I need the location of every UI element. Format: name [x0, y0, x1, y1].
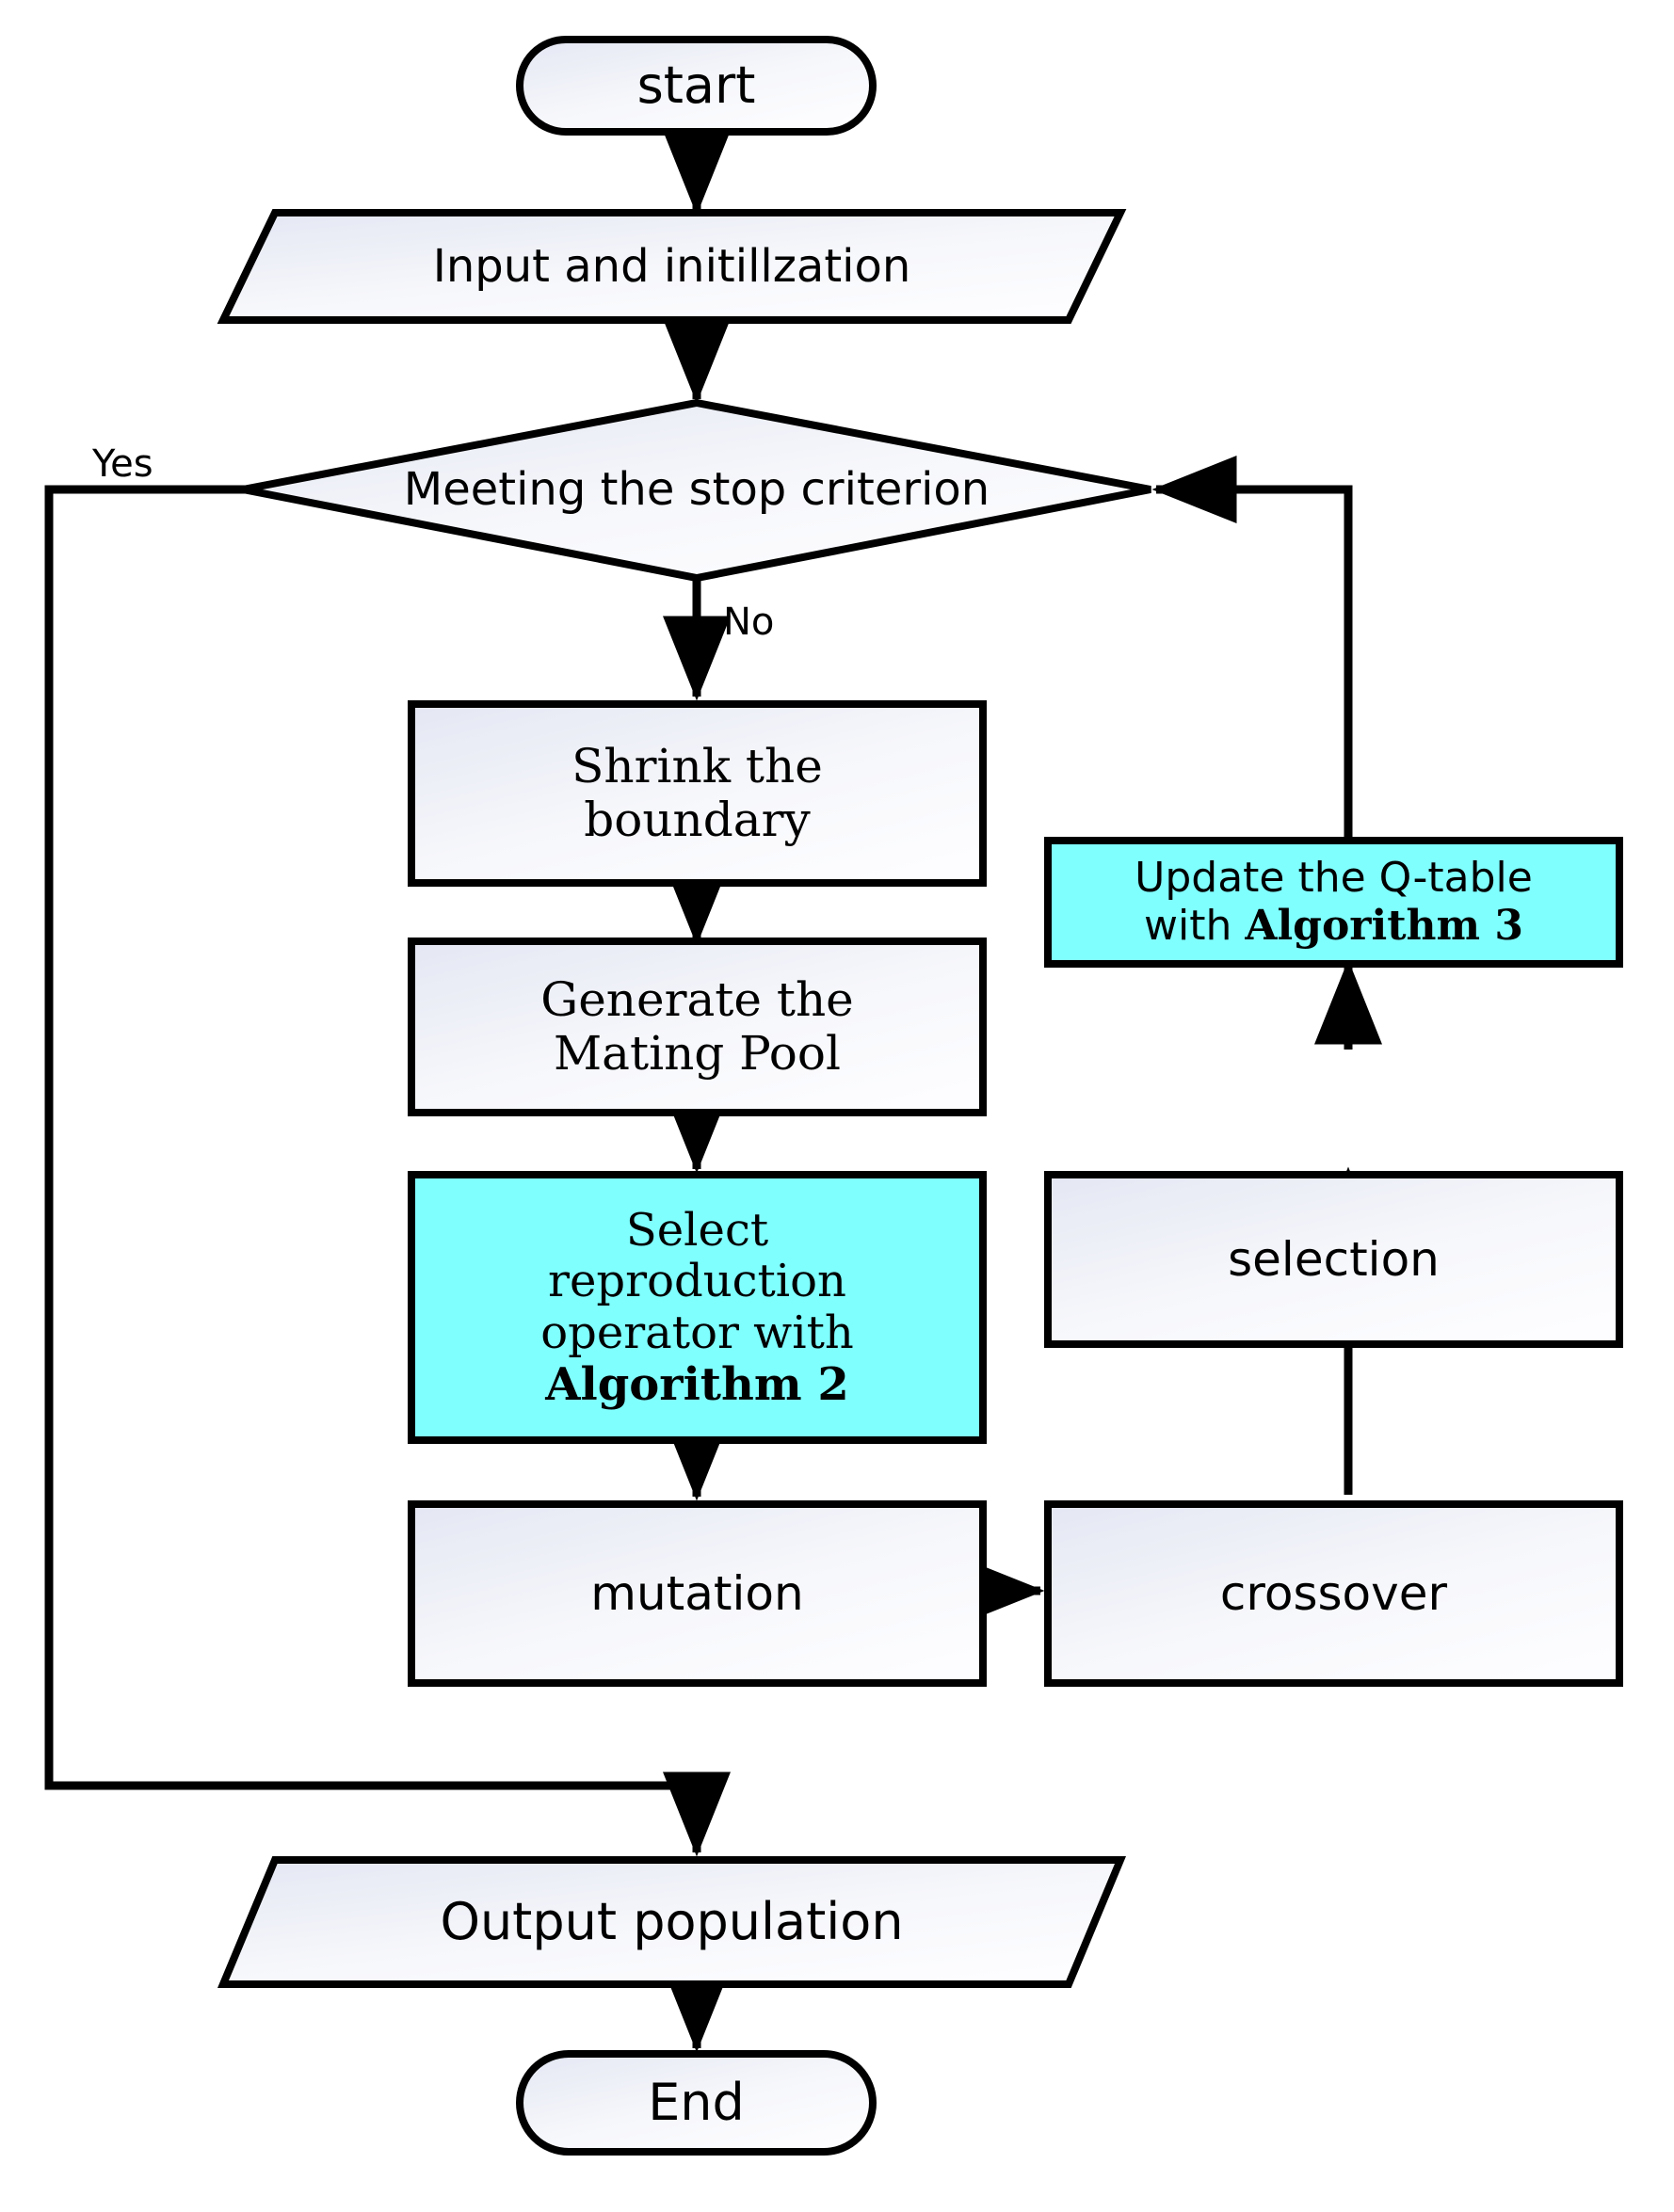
- node-end-shape[interactable]: [516, 2050, 877, 2156]
- node-start-shape[interactable]: [516, 36, 877, 136]
- edge-label-yes: Yes: [92, 442, 153, 486]
- edge-label-no: No: [723, 601, 775, 644]
- node-shrink-shape[interactable]: [408, 700, 987, 887]
- node-decision-shape[interactable]: [242, 398, 1151, 583]
- edge-update-qtable-to-decision: [1151, 456, 1353, 841]
- node-select-operator-shape[interactable]: [408, 1171, 987, 1444]
- shape-layer: [217, 36, 1623, 2156]
- edge-decision-yes-to-output: [44, 485, 731, 1857]
- node-output-shape[interactable]: [217, 1856, 1126, 1988]
- node-update-qtable-shape[interactable]: [1044, 837, 1623, 968]
- node-input-shape[interactable]: [217, 209, 1127, 324]
- node-mating-shape[interactable]: [408, 938, 987, 1116]
- connector-layer: [44, 130, 1382, 2053]
- node-mutation-shape[interactable]: [408, 1500, 987, 1687]
- node-selection-shape[interactable]: [1044, 1171, 1623, 1348]
- node-crossover-shape[interactable]: [1044, 1500, 1623, 1687]
